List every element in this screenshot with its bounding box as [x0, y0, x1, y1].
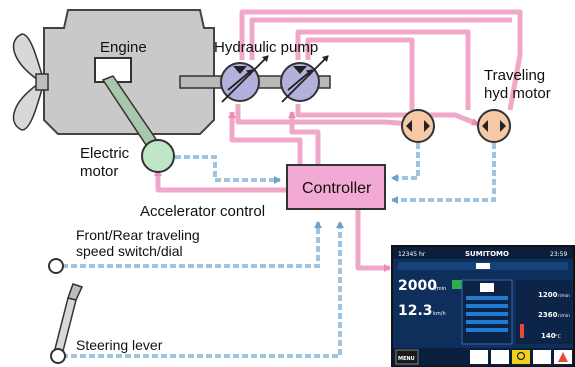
speed-switch-dial [48, 258, 64, 274]
monitor-menu-label: MENU [398, 356, 415, 362]
monitor-right-unit-1: r/min [558, 293, 570, 299]
steering-lever [50, 283, 84, 364]
hydraulic-lines [154, 9, 523, 272]
monitor-btn-1[interactable] [470, 350, 488, 364]
traveling-motor-2 [477, 109, 511, 143]
monitor-temp-unit: °C [555, 334, 562, 340]
traveling-motor-label-line-1: Traveling [484, 67, 545, 84]
hyd-line-pump-to-motor-1-b [305, 37, 415, 110]
signal-speed-switch-to-controller [62, 221, 322, 268]
engine-label: Engine [100, 39, 147, 56]
monitor-btn-2[interactable] [491, 350, 509, 364]
hyd-line-pump2-down [295, 104, 479, 127]
monitor-right-value-1: 1200 [538, 291, 558, 299]
signal-electric-motor-to-controller [175, 155, 281, 184]
monitor-right-unit-2: r/min [558, 313, 570, 319]
speed-switch-label-line-1: Front/Rear traveling [76, 227, 200, 243]
search-icon [516, 351, 526, 361]
engine: Engine [12, 9, 331, 156]
fan-icon [12, 33, 49, 131]
monitor-rpm-unit: r/min [433, 286, 446, 292]
hyd-line-pump-to-motor-2 [239, 9, 523, 111]
speed-switch-label-line-2: speed switch/dial [76, 243, 183, 259]
monitor-rpm-value: 2000 [398, 278, 437, 294]
signal-lines [62, 143, 496, 358]
controller-box [286, 164, 386, 210]
monitor-temp-value: 140 [541, 332, 556, 340]
monitor-clock: 23:59 [550, 251, 567, 258]
warning-icon [558, 352, 568, 362]
hyd-control-line-2 [288, 111, 321, 165]
pump-diagonal-arrow-1 [221, 55, 269, 103]
hydraulic-pump-2 [280, 62, 320, 102]
monitor-display: 12345 hr SUMITOMO 23:59 2000 r/min 12.3 … [391, 245, 575, 367]
monitor-menu-button[interactable] [395, 349, 419, 365]
monitor-speed-unit: km/h [433, 311, 446, 317]
traveling-motor-label-line-2: hyd motor [484, 85, 551, 102]
hyd-line-pump-to-motor-1 [295, 29, 471, 110]
electric-motor [141, 139, 175, 173]
hyd-control-line-1 [228, 111, 303, 165]
hyd-control-line-monitor [355, 207, 391, 272]
hyd-line-pump-to-motor-2-return [249, 17, 512, 60]
electric-motor-label-line-1: Electric [80, 145, 130, 162]
traveling-motor-1 [401, 109, 435, 143]
signal-motor-1-to-controller [391, 143, 420, 182]
hyd-control-line-accel [154, 169, 290, 193]
monitor-right-value-2: 2360 [538, 311, 558, 319]
electric-motor-label-line-2: motor [80, 163, 118, 180]
hydraulic-pump-1 [220, 62, 260, 102]
monitor-speed-value: 12.3 [398, 303, 433, 319]
pump-diagonal-arrow-2 [281, 55, 329, 103]
hydraulic-pump-label: Hydraulic pump [214, 39, 318, 56]
hyd-line-pump1-down [235, 104, 411, 128]
monitor-brand: SUMITOMO [465, 250, 509, 258]
accelerator-control-label: Accelerator control [140, 203, 265, 220]
monitor-hour-meter: 12345 hr [398, 251, 426, 258]
monitor-btn-4[interactable] [533, 350, 551, 364]
signal-steering-to-controller [62, 221, 344, 358]
monitor-btn-search[interactable] [512, 350, 530, 364]
steering-lever-label: Steering lever [76, 337, 163, 353]
signal-motor-2-to-controller [391, 143, 496, 204]
controller-label: Controller [302, 180, 372, 197]
